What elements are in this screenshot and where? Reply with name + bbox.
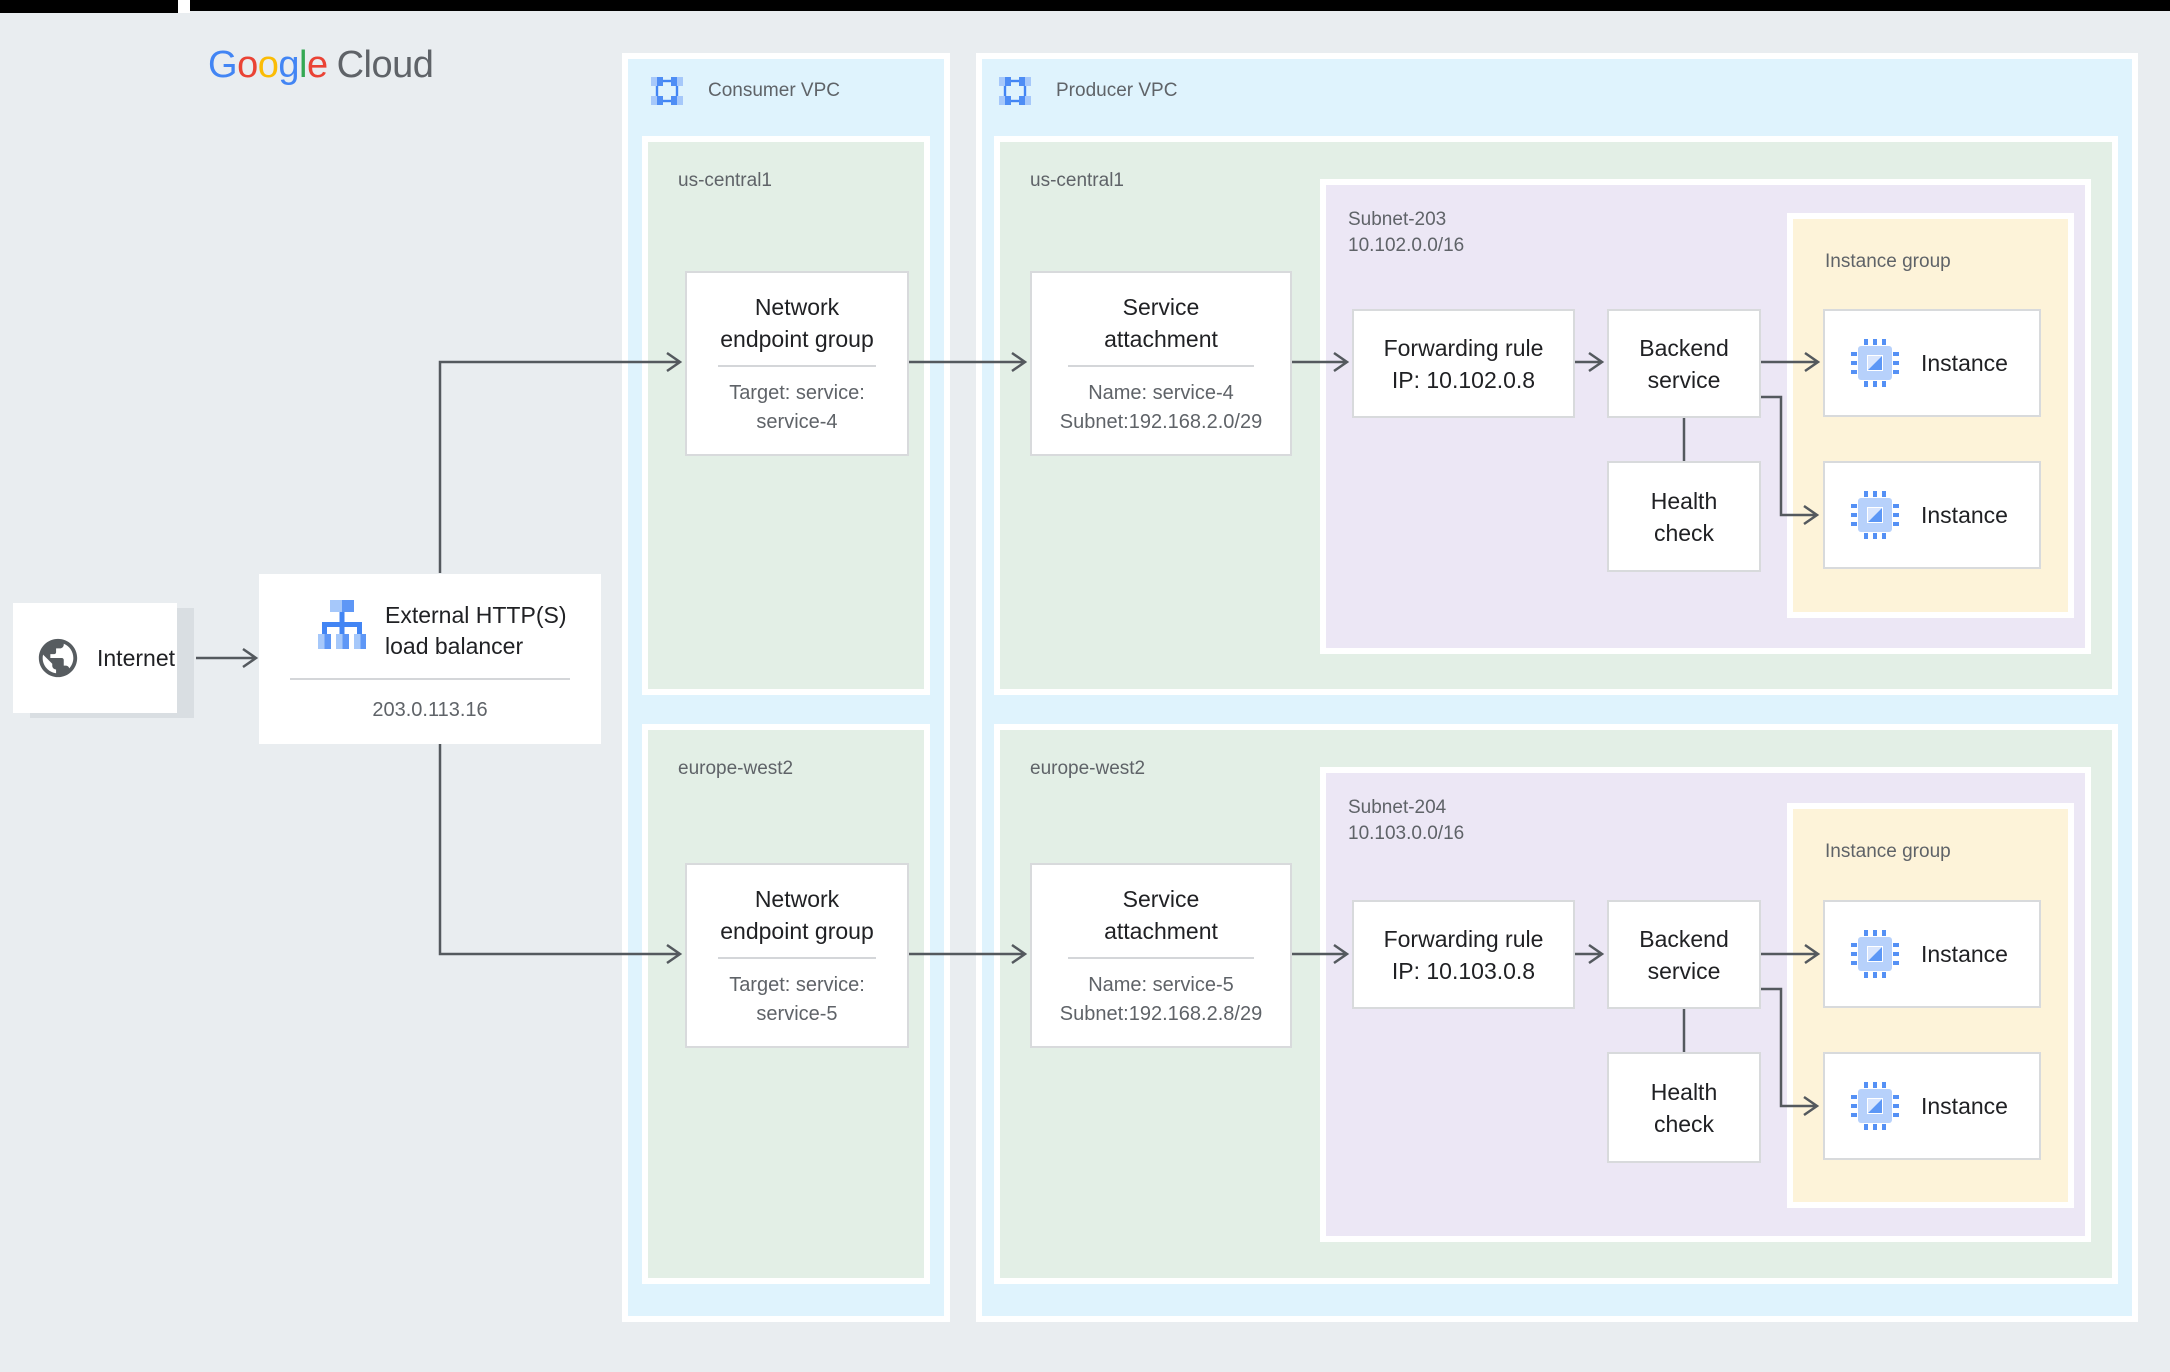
neg-target-line: service-4 — [756, 410, 838, 433]
hc-line: Health — [1650, 1078, 1718, 1105]
sa-detail-line: Subnet:192.168.2.8/29 — [1059, 1002, 1263, 1025]
vpc-network-icon — [999, 77, 1031, 105]
forwarding-rule-node-1: Forwarding rule IP: 10.102.0.8 — [1352, 309, 1575, 418]
neg-target-line: service-5 — [756, 1002, 838, 1025]
network-endpoint-group-node-2: Network endpoint group Target: service: … — [685, 863, 909, 1048]
logo-letter: g — [278, 44, 299, 86]
forwarding-rule-node-2: Forwarding rule IP: 10.103.0.8 — [1352, 900, 1575, 1009]
bs-line: service — [1647, 957, 1721, 984]
sa-detail-line: Name: service-5 — [1088, 973, 1234, 996]
producer-vpc-label: Producer VPC — [1056, 80, 1178, 101]
hc-line: Health — [1650, 487, 1718, 514]
logo-letter: o — [257, 44, 279, 86]
instance-node: Instance — [1823, 309, 2041, 417]
bs-line: Backend — [1639, 925, 1729, 952]
internet-label: Internet — [97, 645, 175, 671]
compute-instance-icon — [1851, 339, 1899, 387]
top-bar-right — [190, 0, 2170, 11]
instance-node: Instance — [1823, 1052, 2041, 1160]
top-bar-left — [0, 0, 178, 13]
compute-instance-icon — [1851, 930, 1899, 978]
backend-service-node-1: Backend service — [1607, 309, 1761, 418]
subnet-label: Subnet-204 10.103.0.0/16 — [1348, 795, 1464, 847]
logo-letter: o — [237, 44, 258, 86]
top-bar-notch — [178, 0, 190, 13]
lb-title-line: load balancer — [385, 633, 524, 659]
region-label: us-central1 — [1030, 170, 1124, 191]
globe-icon — [38, 638, 78, 678]
sa-title-line: attachment — [1104, 917, 1218, 944]
internet-node: Internet — [13, 603, 177, 713]
bs-line: Backend — [1639, 334, 1729, 361]
instance-node: Instance — [1823, 461, 2041, 569]
compute-instance-icon — [1851, 1082, 1899, 1130]
logo-letter: G — [208, 44, 238, 86]
arrow-internet-to-lb — [196, 647, 259, 669]
consumer-vpc-header: Consumer VPC — [650, 70, 840, 112]
divider — [717, 364, 877, 367]
subnet-cidr: 10.103.0.0/16 — [1348, 823, 1465, 844]
instance-label: Instance — [1921, 350, 2008, 376]
region-label: us-central1 — [678, 170, 772, 191]
sa-detail-line: Subnet:192.168.2.0/29 — [1059, 410, 1263, 433]
lb-ip-address: 203.0.113.16 — [372, 699, 488, 721]
instance-label: Instance — [1921, 502, 2008, 528]
fr-line: IP: 10.102.0.8 — [1391, 366, 1536, 393]
load-balancer-node: External HTTP(S) load balancer 203.0.113… — [259, 574, 601, 744]
neg-title-line: endpoint group — [720, 325, 874, 352]
divider — [1068, 956, 1254, 959]
instance-label: Instance — [1921, 1093, 2008, 1119]
subnet-name: Subnet-203 — [1348, 209, 1447, 230]
network-endpoint-group-node-1: Network endpoint group Target: service: … — [685, 271, 909, 456]
fr-line: Forwarding rule — [1383, 334, 1544, 361]
neg-target-line: Target: service: — [729, 381, 865, 404]
neg-title-line: endpoint group — [720, 917, 874, 944]
bs-line: service — [1647, 366, 1721, 393]
fr-line: Forwarding rule — [1383, 925, 1544, 952]
sa-detail-line: Name: service-4 — [1088, 381, 1234, 404]
load-balancer-icon — [318, 600, 366, 649]
instance-label: Instance — [1921, 941, 2008, 967]
instance-group-label: Instance group — [1825, 841, 1951, 862]
sa-title-line: Service — [1122, 885, 1200, 912]
consumer-vpc-label: Consumer VPC — [708, 80, 840, 101]
instance-node: Instance — [1823, 900, 2041, 1008]
service-attachment-node-2: Service attachment Name: service-5 Subne… — [1030, 863, 1292, 1048]
hc-line: check — [1653, 519, 1715, 546]
sa-title-line: attachment — [1104, 325, 1218, 352]
region-label: europe-west2 — [1030, 758, 1146, 779]
compute-instance-icon — [1851, 491, 1899, 539]
vpc-network-icon — [651, 77, 683, 105]
backend-service-node-2: Backend service — [1607, 900, 1761, 1009]
fr-line: IP: 10.103.0.8 — [1391, 957, 1536, 984]
hc-line: check — [1653, 1110, 1715, 1137]
subnet-cidr: 10.102.0.0/16 — [1348, 235, 1465, 256]
service-attachment-node-1: Service attachment Name: service-4 Subne… — [1030, 271, 1292, 456]
sa-title-line: Service — [1122, 293, 1200, 320]
region-label: europe-west2 — [678, 758, 794, 779]
logo-letter: e — [306, 44, 328, 86]
health-check-node-2: Health check — [1607, 1052, 1761, 1163]
instance-group-label: Instance group — [1825, 251, 1951, 272]
logo-cloud-text: Cloud — [336, 44, 434, 86]
divider — [1068, 364, 1254, 367]
logo-letter: l — [298, 44, 307, 86]
subnet-name: Subnet-204 — [1348, 797, 1447, 818]
neg-target-line: Target: service: — [729, 973, 865, 996]
health-check-node-1: Health check — [1607, 461, 1761, 572]
lb-title-line: External HTTP(S) — [385, 602, 567, 628]
neg-title-line: Network — [754, 293, 840, 320]
divider — [290, 678, 570, 680]
producer-vpc-header: Producer VPC — [998, 70, 1177, 112]
neg-title-line: Network — [754, 885, 840, 912]
subnet-label: Subnet-203 10.102.0.0/16 — [1348, 207, 1464, 259]
divider — [717, 956, 877, 959]
